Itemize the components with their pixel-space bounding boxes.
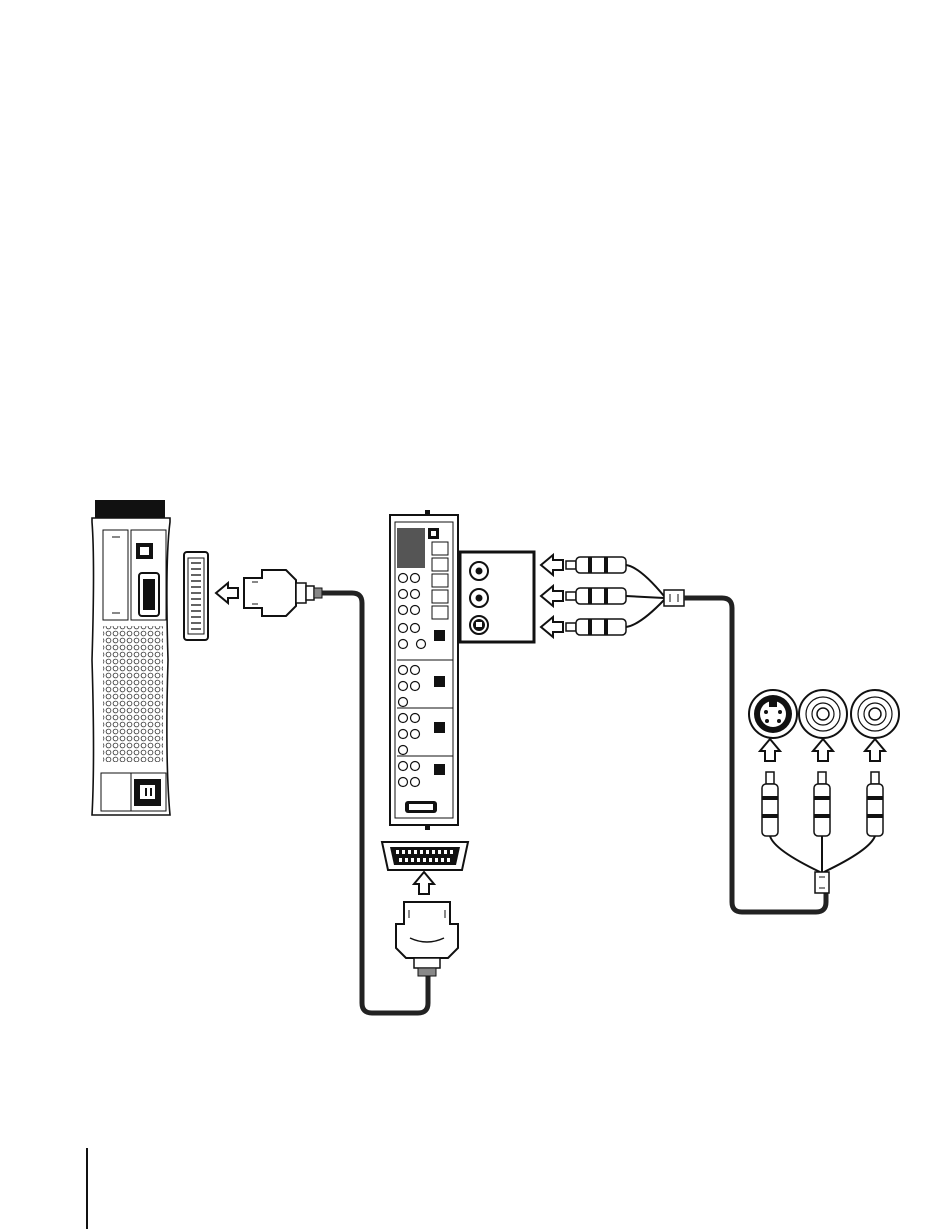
direction-arrow-icon bbox=[813, 739, 833, 761]
direction-arrow-icon bbox=[541, 617, 563, 637]
direction-arrow-icon bbox=[760, 739, 780, 761]
direction-arrow-icon bbox=[541, 586, 563, 606]
direction-arrow-icon bbox=[216, 583, 238, 603]
multi-connector-port bbox=[382, 842, 468, 870]
rca-plugs-to-jacks bbox=[762, 772, 883, 893]
direction-arrow-icon bbox=[865, 739, 885, 761]
page-margin-rule bbox=[86, 1148, 88, 1229]
av-adapter-connector bbox=[184, 552, 208, 640]
av-adapter-plug bbox=[244, 570, 322, 616]
direction-arrow-icon bbox=[414, 872, 434, 894]
direction-arrow-icon bbox=[541, 555, 563, 575]
av-adapter-plug bbox=[396, 902, 458, 976]
console-rear-panel bbox=[92, 500, 170, 815]
composite-input-jacks bbox=[460, 552, 534, 642]
av-switch-rear-panel bbox=[390, 510, 458, 830]
rca-plugs-to-switch bbox=[566, 557, 684, 635]
svideo-and-rca-output-jacks bbox=[749, 690, 899, 738]
